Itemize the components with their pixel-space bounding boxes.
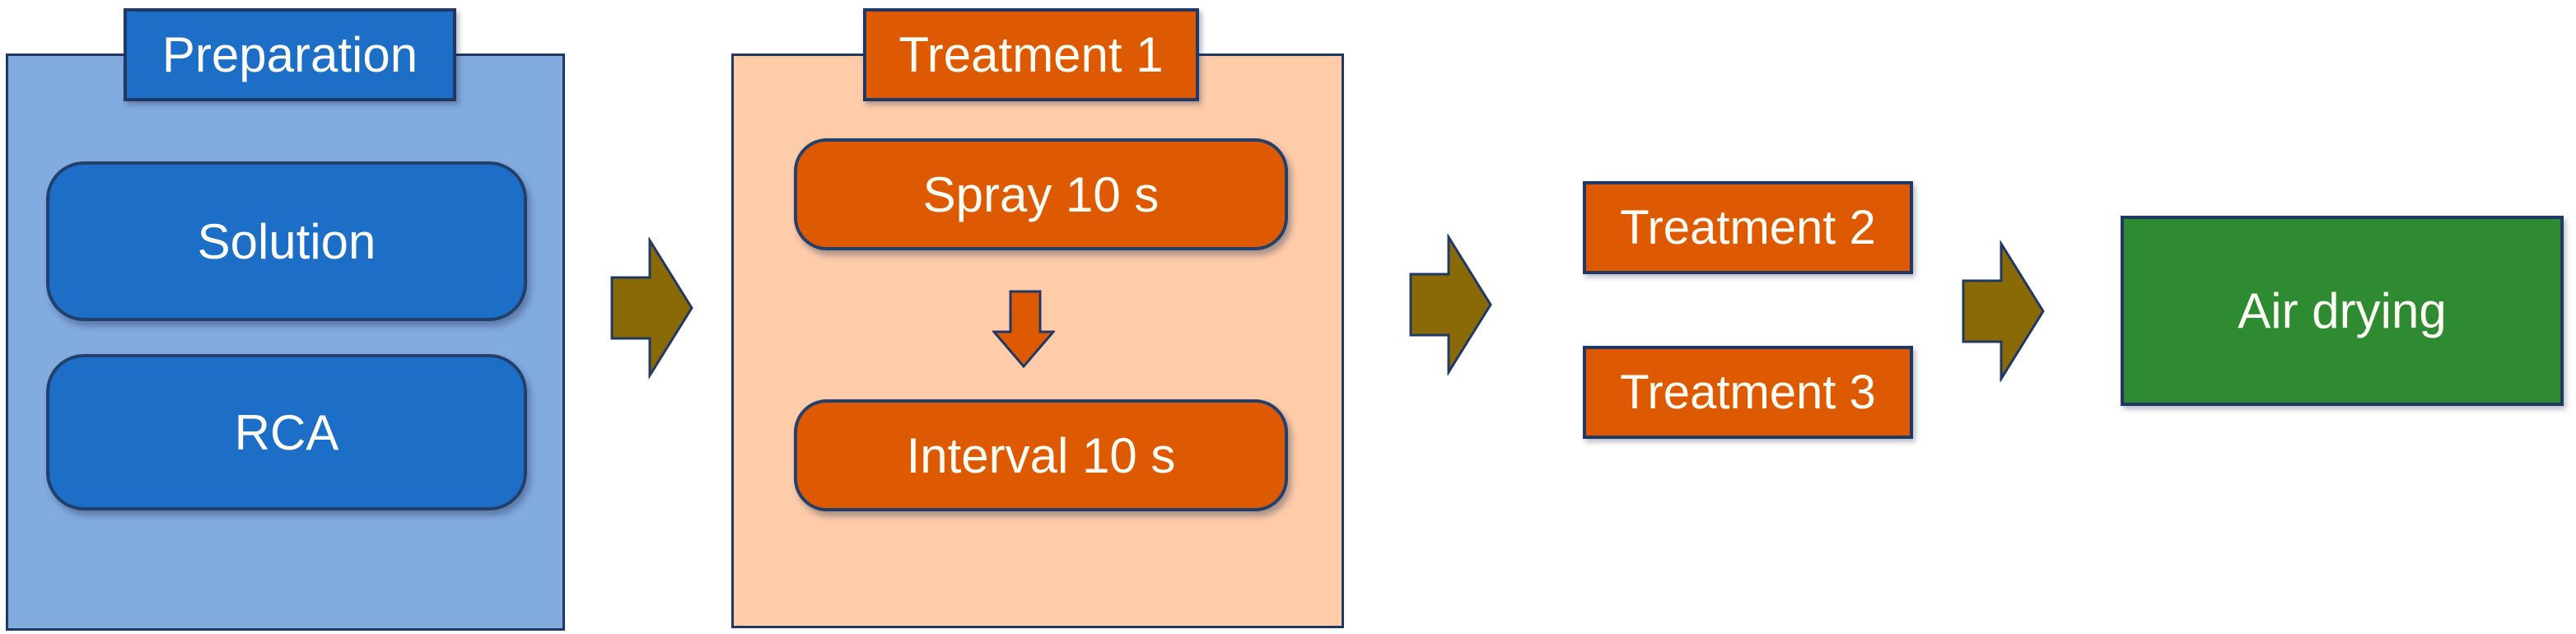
treatment1-group-header: Treatment 1 [863, 8, 1199, 101]
rca-label: RCA [234, 404, 339, 460]
arrow-down-icon [992, 290, 1055, 368]
preparation-group-header: Preparation [124, 8, 456, 101]
treatment3-label: Treatment 3 [1620, 366, 1876, 419]
arrow-right-icon [610, 237, 694, 379]
spray-step-box: Spray 10 s [794, 138, 1288, 250]
solution-step-box: Solution [46, 161, 527, 321]
spray-label: Spray 10 s [922, 166, 1160, 222]
solution-label: Solution [197, 213, 376, 269]
treatment3-step-box: Treatment 3 [1583, 346, 1913, 439]
treatment1-label: Treatment 1 [898, 27, 1164, 82]
interval-step-box: Interval 10 s [794, 399, 1288, 511]
arrow-right-icon [1409, 234, 1493, 375]
rca-step-box: RCA [46, 354, 527, 510]
treatment2-step-box: Treatment 2 [1583, 181, 1913, 274]
treatment2-label: Treatment 2 [1620, 201, 1876, 254]
air-drying-label: Air drying [2238, 283, 2447, 338]
arrow-right-icon [1962, 240, 2046, 382]
air-drying-step-box: Air drying [2121, 216, 2564, 406]
preparation-label: Preparation [161, 27, 418, 82]
preparation-group-container [6, 54, 565, 631]
interval-label: Interval 10 s [906, 427, 1176, 483]
